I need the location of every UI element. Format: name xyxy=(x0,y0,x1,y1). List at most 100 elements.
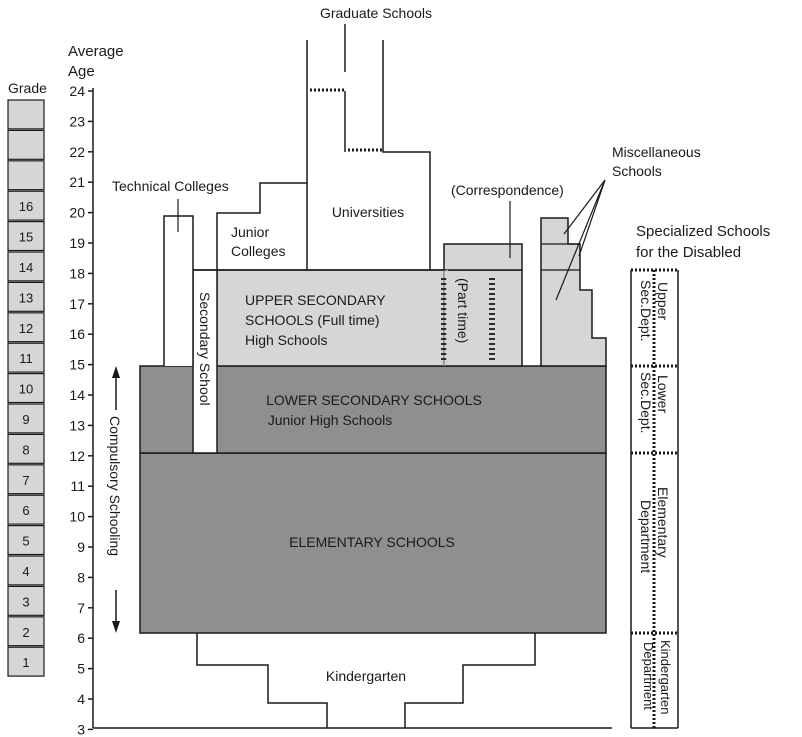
compulsory-schooling-label: Compulsory Schooling xyxy=(107,416,123,556)
age-tick-label: 21 xyxy=(69,174,85,190)
grade-label: 1 xyxy=(22,655,29,670)
grade-cell xyxy=(7,555,45,586)
age-tick-label: 22 xyxy=(69,144,85,160)
elementary-schools-block xyxy=(139,452,607,634)
age-tick-label: 18 xyxy=(69,265,85,281)
technical-colleges-label: Technical Colleges xyxy=(112,178,229,194)
grade-cell xyxy=(7,129,45,160)
grade-cell xyxy=(7,494,45,525)
age-tick-label: 3 xyxy=(77,721,85,737)
correspondence-label: (Correspondence) xyxy=(451,182,564,198)
grade-label: 10 xyxy=(19,382,33,397)
elementary-dept-label-1: Elementary xyxy=(655,487,671,558)
lower-secondary-label-1: LOWER SECONDARY SCHOOLS xyxy=(266,392,482,408)
grade-header: Grade xyxy=(8,80,47,96)
misc-schools-label-2: Schools xyxy=(612,163,662,179)
age-tick-label: 8 xyxy=(77,569,85,585)
grade-label: 13 xyxy=(19,290,33,305)
misc-pointer-spacer xyxy=(605,180,641,300)
grade-label: 12 xyxy=(19,321,33,336)
grade-cell xyxy=(7,433,45,464)
average-age-label-1: Average xyxy=(68,43,124,60)
upper-secondary-block xyxy=(216,269,445,367)
misc-pointer-3 xyxy=(578,179,606,257)
age-tick-label: 23 xyxy=(69,113,85,129)
miscellaneous-schools-block xyxy=(540,217,607,367)
grade-label: 11 xyxy=(19,351,33,366)
upper-sec-dept-label-1: Upper xyxy=(655,282,671,320)
compulsory-arrowhead-down xyxy=(112,621,120,633)
universities-right-wall xyxy=(382,40,431,270)
part-time-label: (Part time) xyxy=(455,278,471,343)
grade-label: 7 xyxy=(22,473,29,488)
secondary-school-label: Secondary School xyxy=(197,292,213,406)
grade-cell xyxy=(7,160,45,191)
age-tick-label: 12 xyxy=(69,448,85,464)
grade-cell xyxy=(7,464,45,495)
grade-cell xyxy=(7,616,45,647)
age-tick-label: 15 xyxy=(69,357,85,373)
age-tick-label: 5 xyxy=(77,661,85,677)
upper-secondary-label-1: UPPER SECONDARY xyxy=(245,292,386,308)
age-tick-label: 20 xyxy=(69,205,85,221)
kindergarten-outline-right xyxy=(404,633,536,728)
grade-cell xyxy=(7,646,45,677)
age-tick-label: 6 xyxy=(77,630,85,646)
kindergarten-outline-left xyxy=(196,633,328,728)
grade-cell xyxy=(7,251,45,282)
upper-secondary-label-3: High Schools xyxy=(245,332,328,348)
specialized-schools-label-2: for the Disabled xyxy=(636,244,741,261)
grade-cell xyxy=(7,281,45,312)
kindergarten-label: Kindergarten xyxy=(326,668,406,684)
junior-colleges-label-1: Junior xyxy=(231,224,269,240)
age-tick-label: 24 xyxy=(69,83,85,99)
grade-label: 2 xyxy=(22,625,29,640)
age-tick-label: 4 xyxy=(77,691,85,707)
grade-label: 3 xyxy=(22,594,29,609)
junior-colleges-label-2: Colleges xyxy=(231,243,285,259)
technical-colleges-block xyxy=(163,215,194,366)
kindergarten-dept-label-2: Department xyxy=(641,642,656,710)
grade-cell xyxy=(7,190,45,221)
grade-label: 6 xyxy=(22,503,29,518)
grade-label: 8 xyxy=(22,442,29,457)
average-age-label-2: Age xyxy=(68,63,95,80)
specialized-schools-label-1: Specialized Schools xyxy=(636,223,770,240)
lower-secondary-label-2: Junior High Schools xyxy=(268,412,393,428)
lower-sec-dept-label-1: Lower xyxy=(655,375,671,413)
upper-secondary-label-2: SCHOOLS (Full time) xyxy=(245,312,380,328)
age-tick-label: 13 xyxy=(69,417,85,433)
age-tick-label: 10 xyxy=(69,509,85,525)
compulsory-arrowhead-up xyxy=(112,366,120,378)
grade-cell xyxy=(7,524,45,556)
age-tick-label: 16 xyxy=(69,326,85,342)
lower-sec-dept-label-2: Sec.Dept. xyxy=(638,372,654,433)
elementary-dept-label-2: Department xyxy=(638,500,654,573)
grade-label: 4 xyxy=(22,564,29,579)
age-tick-label: 14 xyxy=(69,387,85,403)
correspondence-block xyxy=(443,243,523,271)
age-tick-label: 7 xyxy=(77,600,85,616)
junior-colleges-outline xyxy=(216,182,308,270)
misc-pointer-2 xyxy=(555,179,606,301)
grade-label: 14 xyxy=(19,260,33,275)
age-tick-label: 11 xyxy=(70,478,85,494)
grade-cell xyxy=(7,373,45,404)
grade-cell xyxy=(7,342,45,373)
upper-sec-dept-label-2: Sec.Dept. xyxy=(638,280,654,341)
grade-label: 5 xyxy=(22,534,29,549)
grade-cell xyxy=(7,312,45,343)
age-tick-label: 9 xyxy=(77,539,85,555)
kindergarten-dept-label-1: Kindergarten xyxy=(658,640,673,714)
graduate-schools-label: Graduate Schools xyxy=(320,5,432,21)
age-tick-label: 19 xyxy=(69,235,85,251)
grade-cell xyxy=(7,221,45,252)
grade-cell xyxy=(7,585,45,616)
grade-label: 9 xyxy=(22,412,29,427)
grade-cell xyxy=(7,403,45,434)
misc-schools-label-1: Miscellaneous xyxy=(612,144,701,160)
grade-label: 16 xyxy=(19,199,33,214)
